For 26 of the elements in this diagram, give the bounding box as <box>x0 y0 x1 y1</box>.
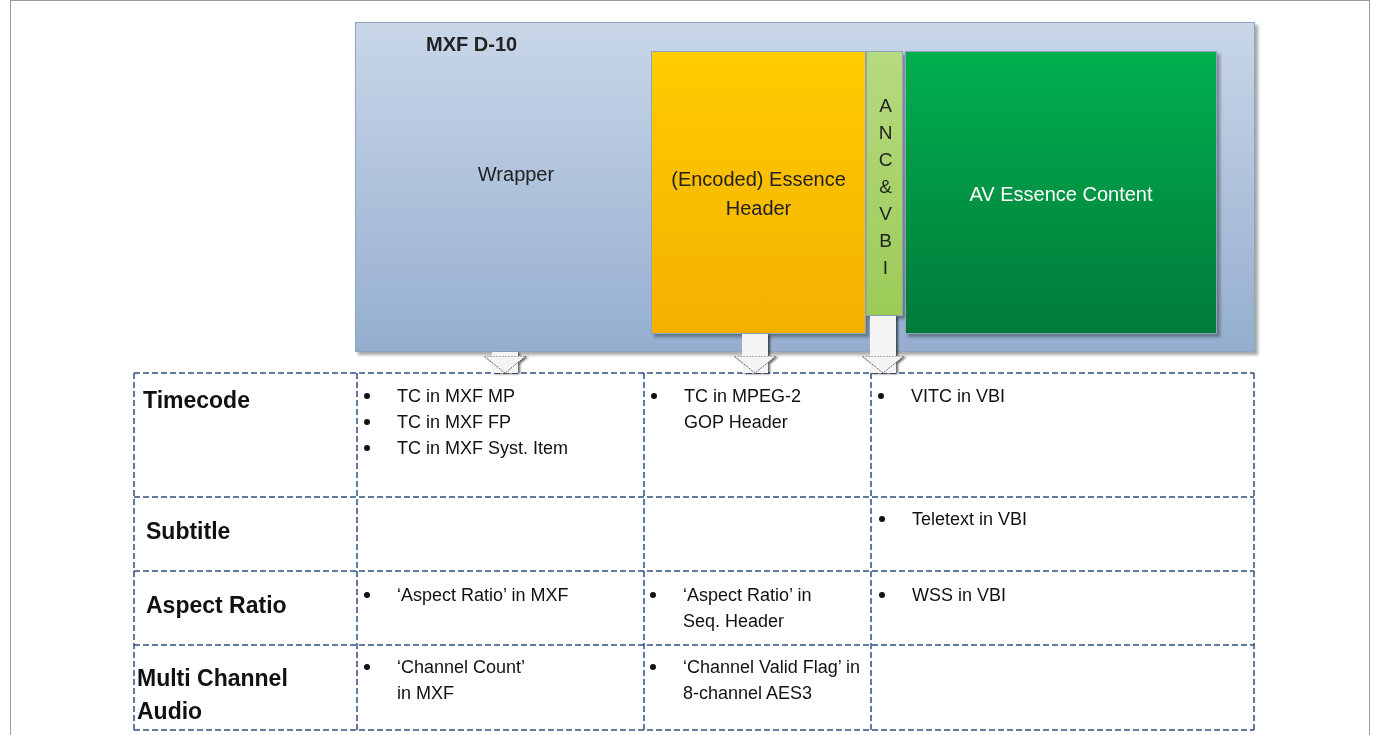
list-item: TC in MXF Syst. Item <box>397 437 570 460</box>
list-item: ‘Channel Valid Flag’ in 8-channel AES3 <box>683 656 862 705</box>
list-item: ‘Channel Count’ in MXF <box>397 656 526 705</box>
row-header: Subtitle <box>146 517 232 546</box>
list-item: WSS in VBI <box>912 584 1008 607</box>
list-item: ‘Aspect Ratio’ in Seq. Header <box>683 584 813 633</box>
box-label: A N C & V B I <box>877 94 894 280</box>
list-item: TC in MXF MP <box>397 385 516 408</box>
row-header: Timecode <box>143 386 251 415</box>
row-header: Aspect Ratio <box>146 591 288 620</box>
row-header: Multi Channel Audio <box>137 664 289 726</box>
list-item: TC in MPEG-2 GOP Header <box>684 385 803 434</box>
block-arrow <box>733 334 777 374</box>
list-item: VITC in VBI <box>911 385 1007 408</box>
box-label: AV Essence Content <box>968 182 1154 207</box>
box-title: MXF D-10 <box>426 33 518 56</box>
anc-vbi-strip <box>866 51 903 316</box>
wrapper-box <box>355 22 1255 352</box>
list-item: ‘Aspect Ratio’ in MXF <box>397 584 570 607</box>
block-arrow <box>861 316 905 374</box>
box-label: Wrapper <box>476 163 556 186</box>
av-essence-box <box>905 51 1217 334</box>
list-item: TC in MXF FP <box>397 411 512 434</box>
box-label: (Encoded) Essence Header <box>670 167 847 221</box>
essence-header-box <box>651 51 866 334</box>
list-item: Teletext in VBI <box>912 508 1029 531</box>
